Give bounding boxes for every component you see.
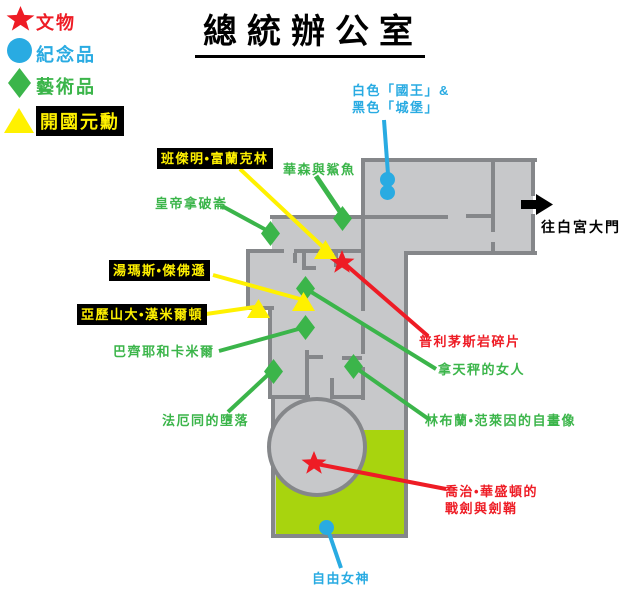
label-jefferson: 湯瑪斯•傑佛遜 xyxy=(109,260,211,281)
label-gw-sword: 喬治•華盛頓的 戰劍與劍鞘 xyxy=(445,483,538,517)
art-diamond-marker xyxy=(261,221,280,246)
wall-stub xyxy=(302,266,316,270)
wall xyxy=(491,158,495,232)
wall-stub xyxy=(302,251,306,267)
wall xyxy=(361,367,365,400)
wall xyxy=(466,214,495,218)
legend-circle-icon xyxy=(7,38,32,63)
label-line: 白色「國王」& xyxy=(352,83,450,98)
wall xyxy=(330,395,365,399)
label-phaeton: 法厄同的墮落 xyxy=(162,413,250,428)
souvenir-circle-marker xyxy=(380,185,395,200)
label-line: 喬治•華盛頓的 xyxy=(445,484,539,499)
art-diamond-marker xyxy=(344,354,363,379)
legend-diamond-icon xyxy=(8,68,31,98)
label-chess-pieces: 白色「國王」& 黑色「城堡」 xyxy=(352,82,450,116)
wall xyxy=(404,253,408,538)
wall xyxy=(348,215,365,219)
wall xyxy=(361,158,537,162)
legend-item-artifact: 文物 xyxy=(36,13,76,33)
room-west-lower xyxy=(268,308,363,399)
wall xyxy=(404,251,537,255)
label-hamilton: 亞歷山大•漢米爾頓 xyxy=(77,304,208,325)
art-diamond-marker xyxy=(296,276,315,301)
label-rembrandt: 林布蘭•范萊因的自畫像 xyxy=(425,413,577,428)
wall xyxy=(271,395,310,399)
legend-item-souvenir: 紀念品 xyxy=(36,45,96,65)
wall xyxy=(270,215,338,219)
wall xyxy=(531,158,535,196)
wall xyxy=(246,249,250,310)
exit-arrow-icon xyxy=(521,200,536,209)
wall-stub xyxy=(293,253,297,263)
label-balance: 拿天秤的女人 xyxy=(438,362,526,377)
wall xyxy=(361,223,365,311)
souvenir-circle-marker xyxy=(319,520,334,535)
wall-stub xyxy=(305,350,309,397)
wall-stub xyxy=(330,378,334,397)
label-line: 黑色「城堡」 xyxy=(352,100,440,115)
wall xyxy=(361,158,365,223)
wall-stub xyxy=(309,355,323,359)
legend-item-founder: 開國元勳 xyxy=(36,106,124,136)
page-title: 總統辦公室 xyxy=(150,4,470,58)
art-diamond-marker xyxy=(264,359,283,384)
legend-item-art: 藝術品 xyxy=(36,77,96,97)
label-plymouth: 普利茅斯岩碎片 xyxy=(419,334,521,349)
round-room xyxy=(267,397,367,497)
label-napoleon: 皇帝拿破崙 xyxy=(155,196,228,211)
wall xyxy=(361,323,365,354)
wall xyxy=(531,214,535,255)
page-title-text: 總統辦公室 xyxy=(195,4,425,58)
art-diamond-marker xyxy=(333,206,352,231)
wall xyxy=(491,242,495,255)
label-watson: 華森與鯊魚 xyxy=(283,162,356,177)
wall xyxy=(271,534,408,538)
label-franklin: 班傑明•富蘭克林 xyxy=(157,148,273,169)
wall xyxy=(365,215,448,219)
corridor xyxy=(363,217,408,432)
label-exit: 往白宮大門 xyxy=(541,219,620,235)
souvenir-circle-marker xyxy=(380,172,395,187)
label-bazille: 巴齊耶和卡米爾 xyxy=(113,344,215,359)
wall xyxy=(246,249,284,253)
art-diamond-marker xyxy=(296,315,315,340)
label-liberty: 自由女神 xyxy=(312,571,371,586)
label-line: 戰劍與劍鞘 xyxy=(445,501,518,516)
wall xyxy=(268,308,272,399)
